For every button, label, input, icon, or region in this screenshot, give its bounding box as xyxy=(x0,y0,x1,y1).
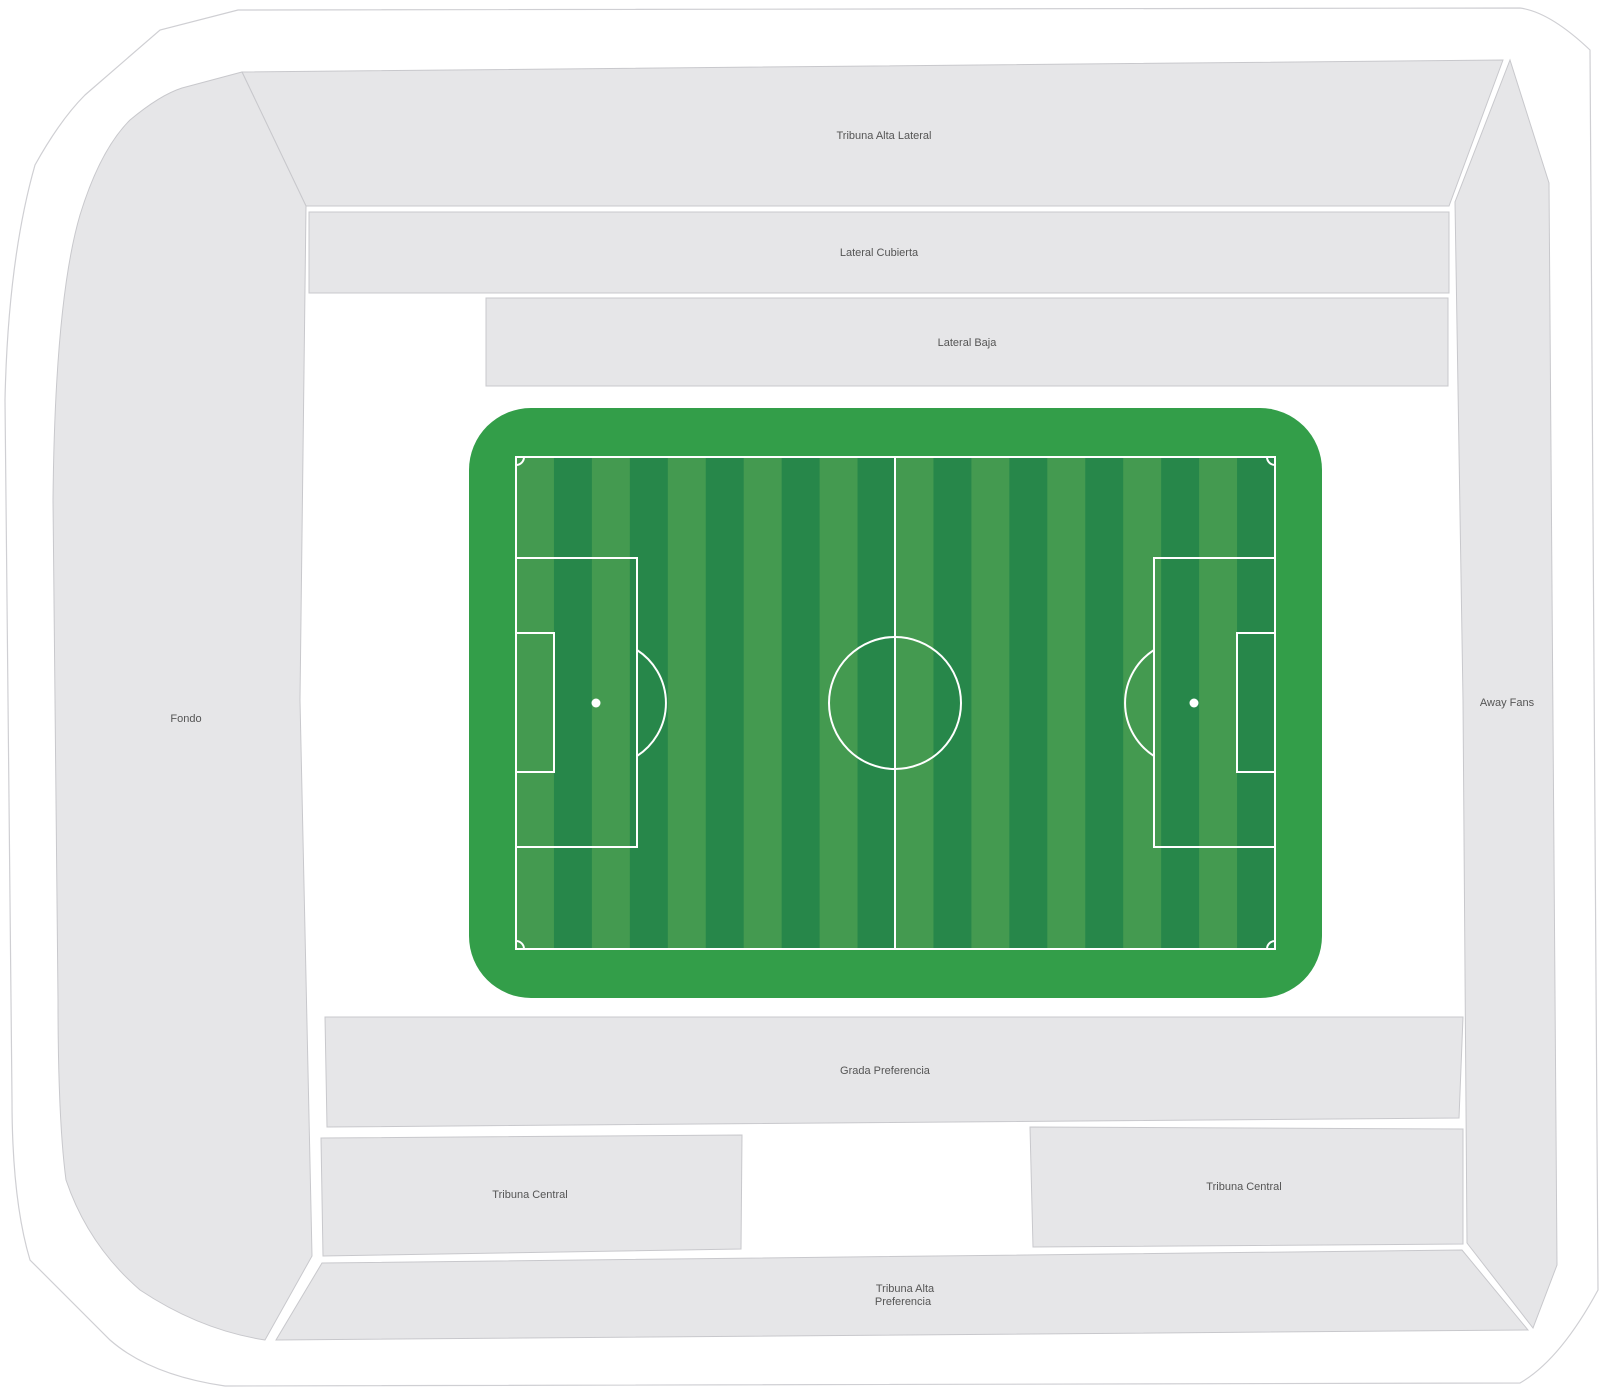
grass-stripe xyxy=(1009,457,1048,949)
corner-arc xyxy=(515,456,525,466)
grass-stripe xyxy=(781,457,821,949)
grass-stripe xyxy=(933,457,972,949)
grass-stripe xyxy=(743,457,783,949)
grass-stripe xyxy=(1199,457,1238,949)
section-lateral-cubierta[interactable]: Lateral Cubierta xyxy=(308,211,1450,294)
grass-stripe xyxy=(895,457,934,949)
section-fondo[interactable]: Fondo xyxy=(52,71,313,1341)
grass-stripe xyxy=(553,457,593,949)
goal-area-right xyxy=(1236,632,1276,773)
section-grada-preferencia[interactable]: Grada Preferencia xyxy=(324,1016,1464,1128)
grass-stripe xyxy=(1047,457,1086,949)
grass-stripe xyxy=(1237,457,1276,949)
corner-arc xyxy=(1266,940,1276,950)
corner-arc xyxy=(1266,456,1276,466)
center-circle xyxy=(828,636,962,770)
football-pitch xyxy=(469,408,1322,998)
section-tribuna-alta-preferencia[interactable]: Tribuna Alta Preferencia xyxy=(275,1249,1530,1341)
grass-stripe xyxy=(971,457,1010,949)
section-lateral-baja[interactable]: Lateral Baja xyxy=(485,297,1449,387)
penalty-spot-left xyxy=(591,698,601,708)
grass-stripe xyxy=(1123,457,1162,949)
penalty-spot-right xyxy=(1189,698,1199,708)
grass-stripe xyxy=(857,457,896,949)
grass-stripe xyxy=(819,457,859,949)
section-tribuna-central-right[interactable]: Tribuna Central xyxy=(1029,1126,1464,1248)
penalty-arc-left xyxy=(636,649,667,757)
section-tribuna-central-left[interactable]: Tribuna Central xyxy=(320,1134,743,1257)
grass-stripe xyxy=(705,457,745,949)
grass-stripe xyxy=(1085,457,1124,949)
grass-stripe xyxy=(629,457,669,949)
grass-stripe xyxy=(667,457,707,949)
penalty-arc-right xyxy=(1124,649,1155,757)
section-away-fans[interactable]: Away Fans xyxy=(1454,58,1558,1330)
grass-stripe xyxy=(516,457,555,949)
goal-area-left xyxy=(515,632,555,773)
section-tribuna-alta-lateral[interactable]: Tribuna Alta Lateral xyxy=(241,59,1504,207)
corner-arc xyxy=(515,940,525,950)
